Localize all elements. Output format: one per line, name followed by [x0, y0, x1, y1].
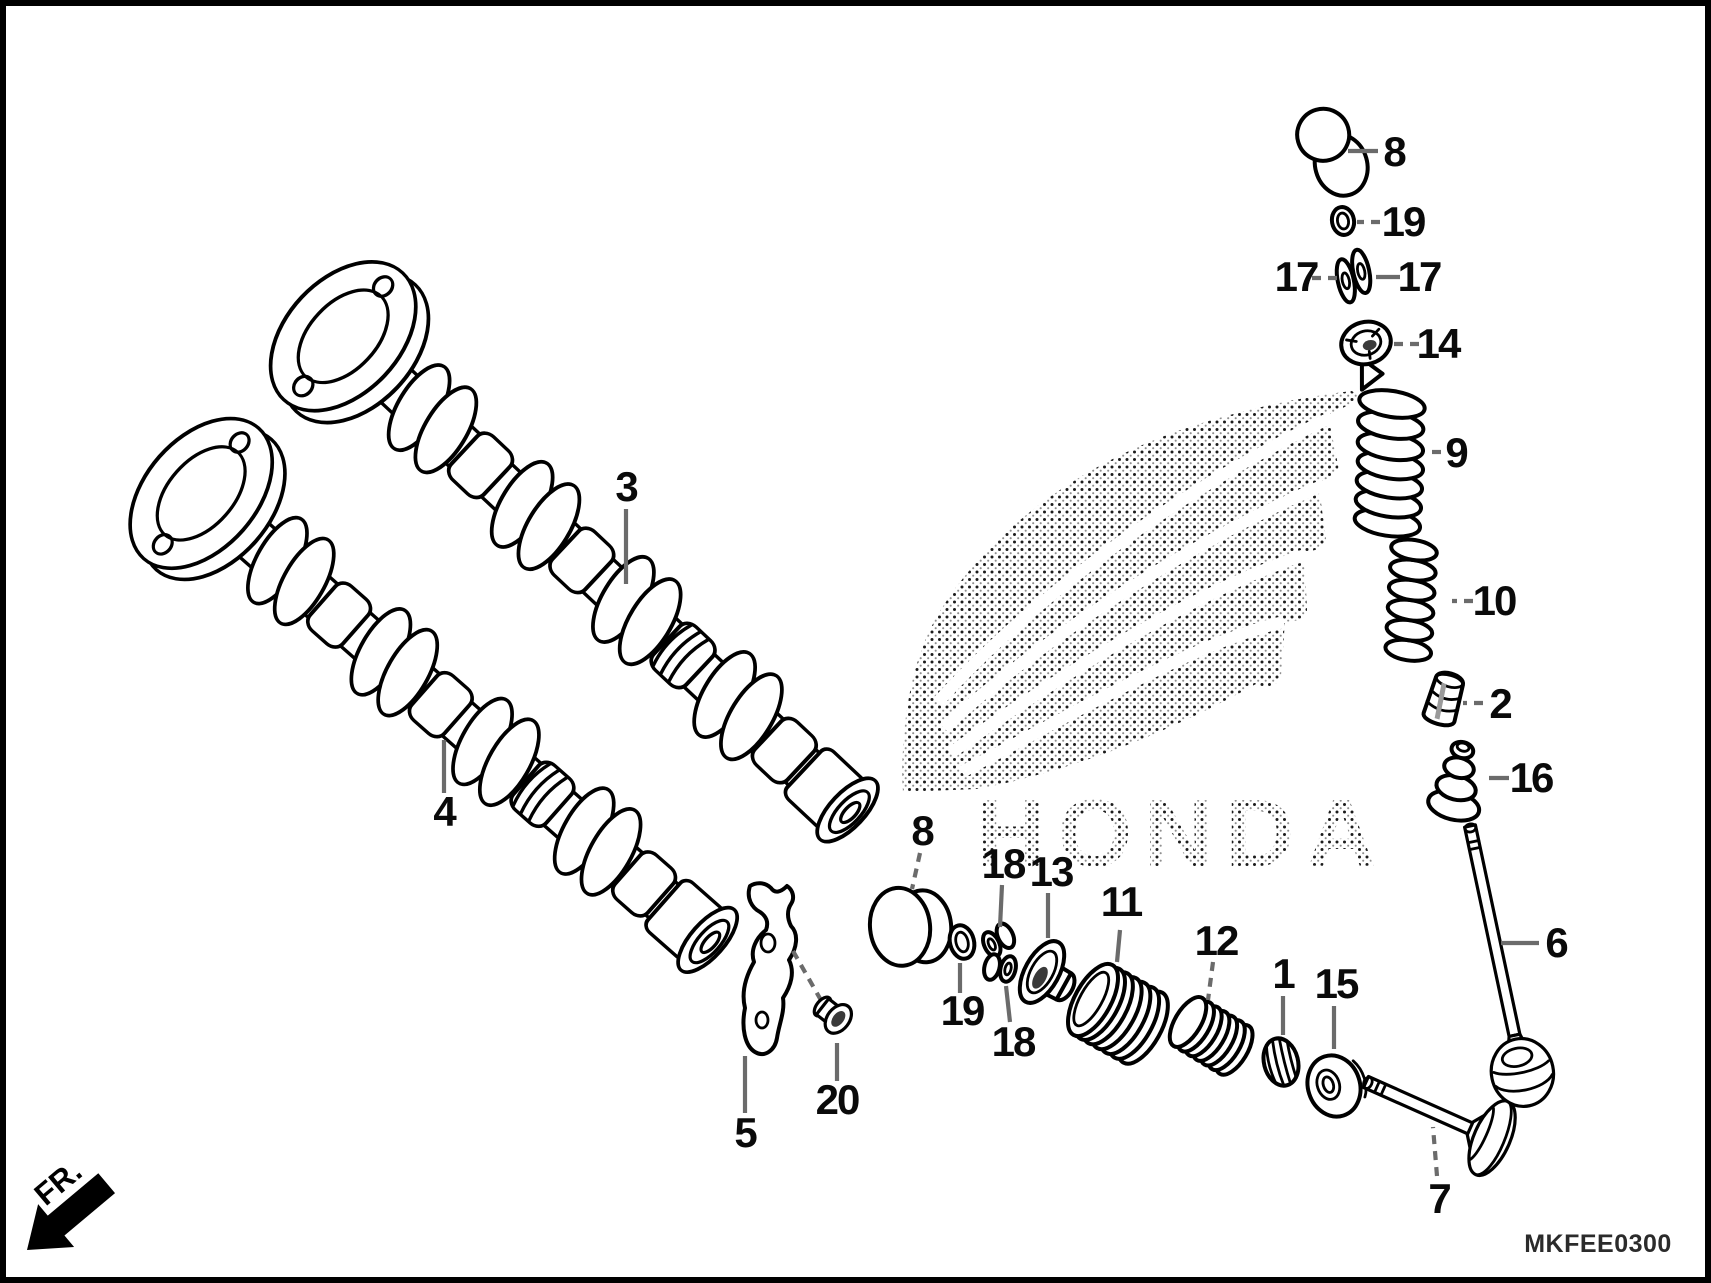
intake-valve-part-6: [1463, 822, 1556, 1108]
leader-line-part-11: [1114, 929, 1123, 963]
honda-wing-watermark: [902, 391, 1358, 792]
part-label-19: 19: [941, 987, 984, 1034]
inner-valve-spring-part-10: [1383, 537, 1439, 663]
valve-cotters-part-18: [981, 921, 1018, 984]
spring-retainer-part-13: [1017, 939, 1077, 1005]
outer-valve-spring-part-11: [1066, 961, 1170, 1066]
leader-line-part-7: [1430, 1126, 1440, 1177]
part-label-11: 11: [1101, 878, 1143, 925]
part-label-16: 16: [1510, 754, 1553, 801]
fr-arrow: FR.: [27, 1153, 116, 1250]
part-label-17: 17: [1275, 253, 1318, 300]
outer-valve-spring-part-9: [1352, 388, 1427, 539]
valve-stem-seal-part-2: [1421, 670, 1465, 728]
part-label-8: 8: [1383, 128, 1406, 175]
leader-line-part-18: [997, 884, 1005, 928]
spring-seat-part-15: [1305, 1053, 1368, 1119]
part-label-20: 20: [816, 1076, 859, 1123]
valve-spring-seat-part-16: [1426, 739, 1482, 823]
part-label-17: 17: [1398, 253, 1441, 300]
part-label-8: 8: [911, 807, 934, 854]
part-label-10: 10: [1473, 577, 1516, 624]
fr-arrow-icon: [27, 1173, 116, 1250]
part-label-13: 13: [1030, 848, 1073, 895]
part-label-4: 4: [433, 788, 457, 835]
camshaft-part-4: [100, 389, 780, 1019]
part-label-12: 12: [1195, 917, 1238, 964]
part-label-18: 18: [982, 840, 1026, 887]
flange-bolt-part-20: [812, 995, 854, 1035]
diagram-code: MKFEE0300: [1524, 1230, 1672, 1258]
camshaft-part-3: [240, 232, 922, 888]
shim-part-19-upper: [1329, 205, 1357, 237]
part-label-15: 15: [1315, 960, 1359, 1007]
part-label-2: 2: [1489, 680, 1511, 727]
leader-line-part-18: [1003, 985, 1013, 1023]
part-label-5: 5: [734, 1109, 757, 1156]
part-label-19: 19: [1382, 198, 1425, 245]
part-label-3: 3: [615, 463, 637, 510]
inner-valve-spring-part-12: [1167, 995, 1255, 1077]
exhaust-valve-part-7: [1361, 1074, 1517, 1177]
honda-text-watermark: HONDA: [976, 780, 1388, 887]
shim-part-19-lower: [947, 923, 977, 961]
tensioner-bracket-part-5: [741, 881, 798, 1057]
part-label-6: 6: [1545, 919, 1567, 966]
part-label-1: 1: [1272, 950, 1295, 997]
valve-cotters-part-17: [1334, 247, 1373, 305]
leader-line-part-12: [1205, 961, 1216, 1001]
part-label-9: 9: [1445, 429, 1467, 476]
spring-seat-part-1: [1261, 1036, 1301, 1088]
part-label-7: 7: [1428, 1175, 1450, 1222]
part-label-14: 14: [1417, 320, 1462, 367]
bracket-bolt-leader-line: [791, 949, 824, 1004]
spring-retainer-part-14: [1339, 319, 1393, 392]
leader-line-part-8: [909, 852, 923, 890]
part-label-18: 18: [992, 1018, 1036, 1065]
bucket-tappet-part-8-lower: [867, 885, 954, 968]
